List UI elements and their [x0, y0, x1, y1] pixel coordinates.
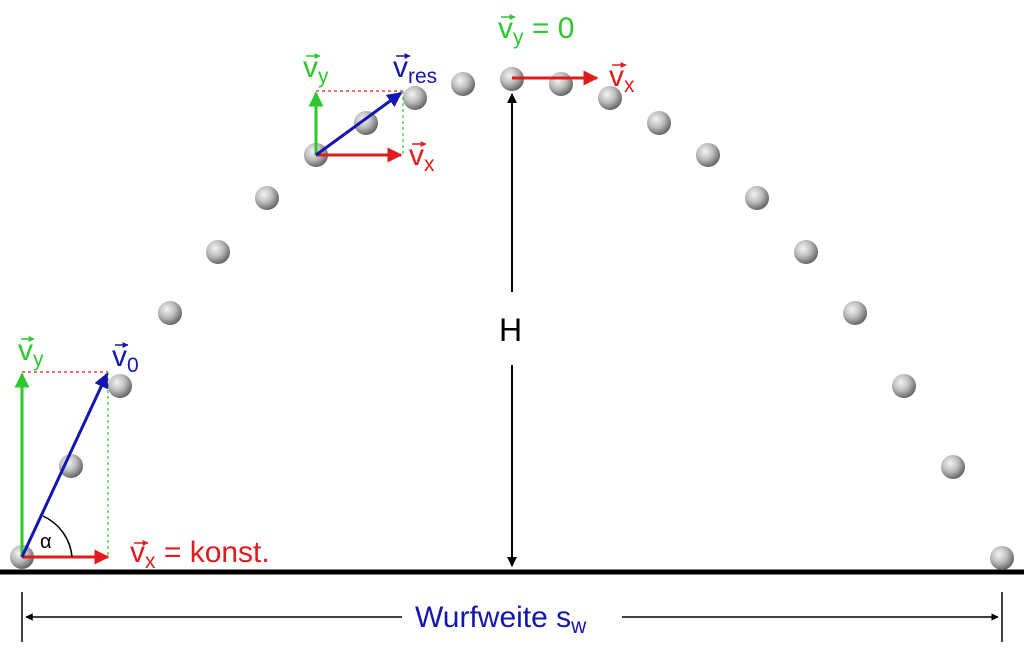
- ball: [255, 186, 279, 210]
- ball: [598, 86, 622, 110]
- ball: [206, 240, 230, 264]
- label-alpha: α: [40, 531, 52, 553]
- ball: [647, 111, 671, 135]
- ball: [451, 72, 475, 96]
- alpha-arc: [42, 515, 73, 558]
- v0-arrow: [20, 372, 109, 558]
- label-height: H: [499, 312, 522, 348]
- ball: [108, 374, 132, 398]
- ball: [354, 111, 378, 135]
- ball: [941, 455, 965, 479]
- start-vectors: [14, 371, 110, 565]
- ball: [892, 374, 916, 398]
- label-vx-mid: vx: [409, 139, 435, 176]
- vres-arrow: [315, 91, 403, 157]
- range-dimension: [21, 592, 1003, 642]
- label-vy-mid: vy: [303, 51, 329, 88]
- label-vres: vres: [393, 51, 437, 88]
- vector-hats: [21, 14, 627, 546]
- label-vx-start: vx = konst.: [130, 536, 270, 573]
- ball: [745, 186, 769, 210]
- label-range: Wurfweite sw: [415, 601, 587, 638]
- ball: [158, 301, 182, 325]
- ball: [696, 143, 720, 167]
- label-vy-start: vy: [18, 334, 44, 371]
- label-vx-top: vx: [609, 60, 635, 97]
- ball: [990, 546, 1014, 570]
- ball: [549, 72, 573, 96]
- mid-vectors: [308, 90, 404, 163]
- ball: [403, 86, 427, 110]
- ball: [59, 454, 83, 478]
- ball: [843, 301, 867, 325]
- label-v0: v0: [112, 340, 139, 377]
- ball: [794, 240, 818, 264]
- label-vy-top: vy = 0: [498, 12, 574, 49]
